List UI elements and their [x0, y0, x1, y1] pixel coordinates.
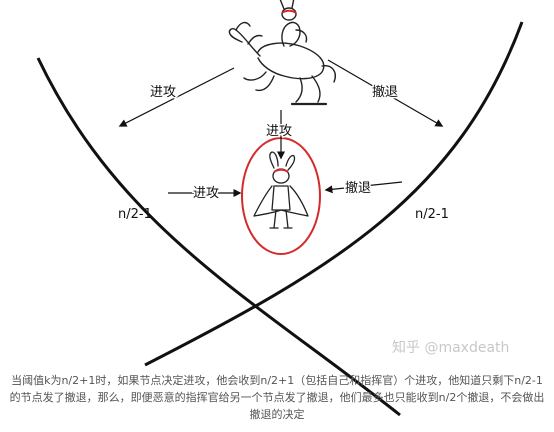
label-retreat-right: 撤退 — [372, 84, 398, 100]
label-attack-top: 进攻 — [266, 124, 292, 139]
commander-knight-icon — [228, 0, 336, 106]
soldier-headband — [273, 168, 289, 173]
label-retreat-inner: 撤退 — [345, 180, 371, 196]
label-n-right: n/2-1 — [415, 207, 449, 222]
commander-headband — [281, 9, 297, 14]
caption-text: 当阈值k为n/2+1时，如果节点决定进攻，他会收到n/2+1（包括自己和指挥官）… — [9, 374, 545, 421]
label-attack-left: 进攻 — [150, 85, 176, 100]
arrow-retreat-right — [327, 59, 444, 127]
arrow-retreat-inner — [324, 181, 403, 194]
soldier-rabbit-icon — [253, 151, 309, 229]
arrow-attack-left — [118, 67, 235, 127]
watermark: 知乎 @maxdeath — [392, 339, 509, 356]
label-attack-inner: 进攻 — [193, 186, 219, 201]
label-n-left: n/2-1 — [118, 207, 152, 222]
right-curve — [144, 21, 524, 367]
left-curve — [36, 57, 401, 417]
